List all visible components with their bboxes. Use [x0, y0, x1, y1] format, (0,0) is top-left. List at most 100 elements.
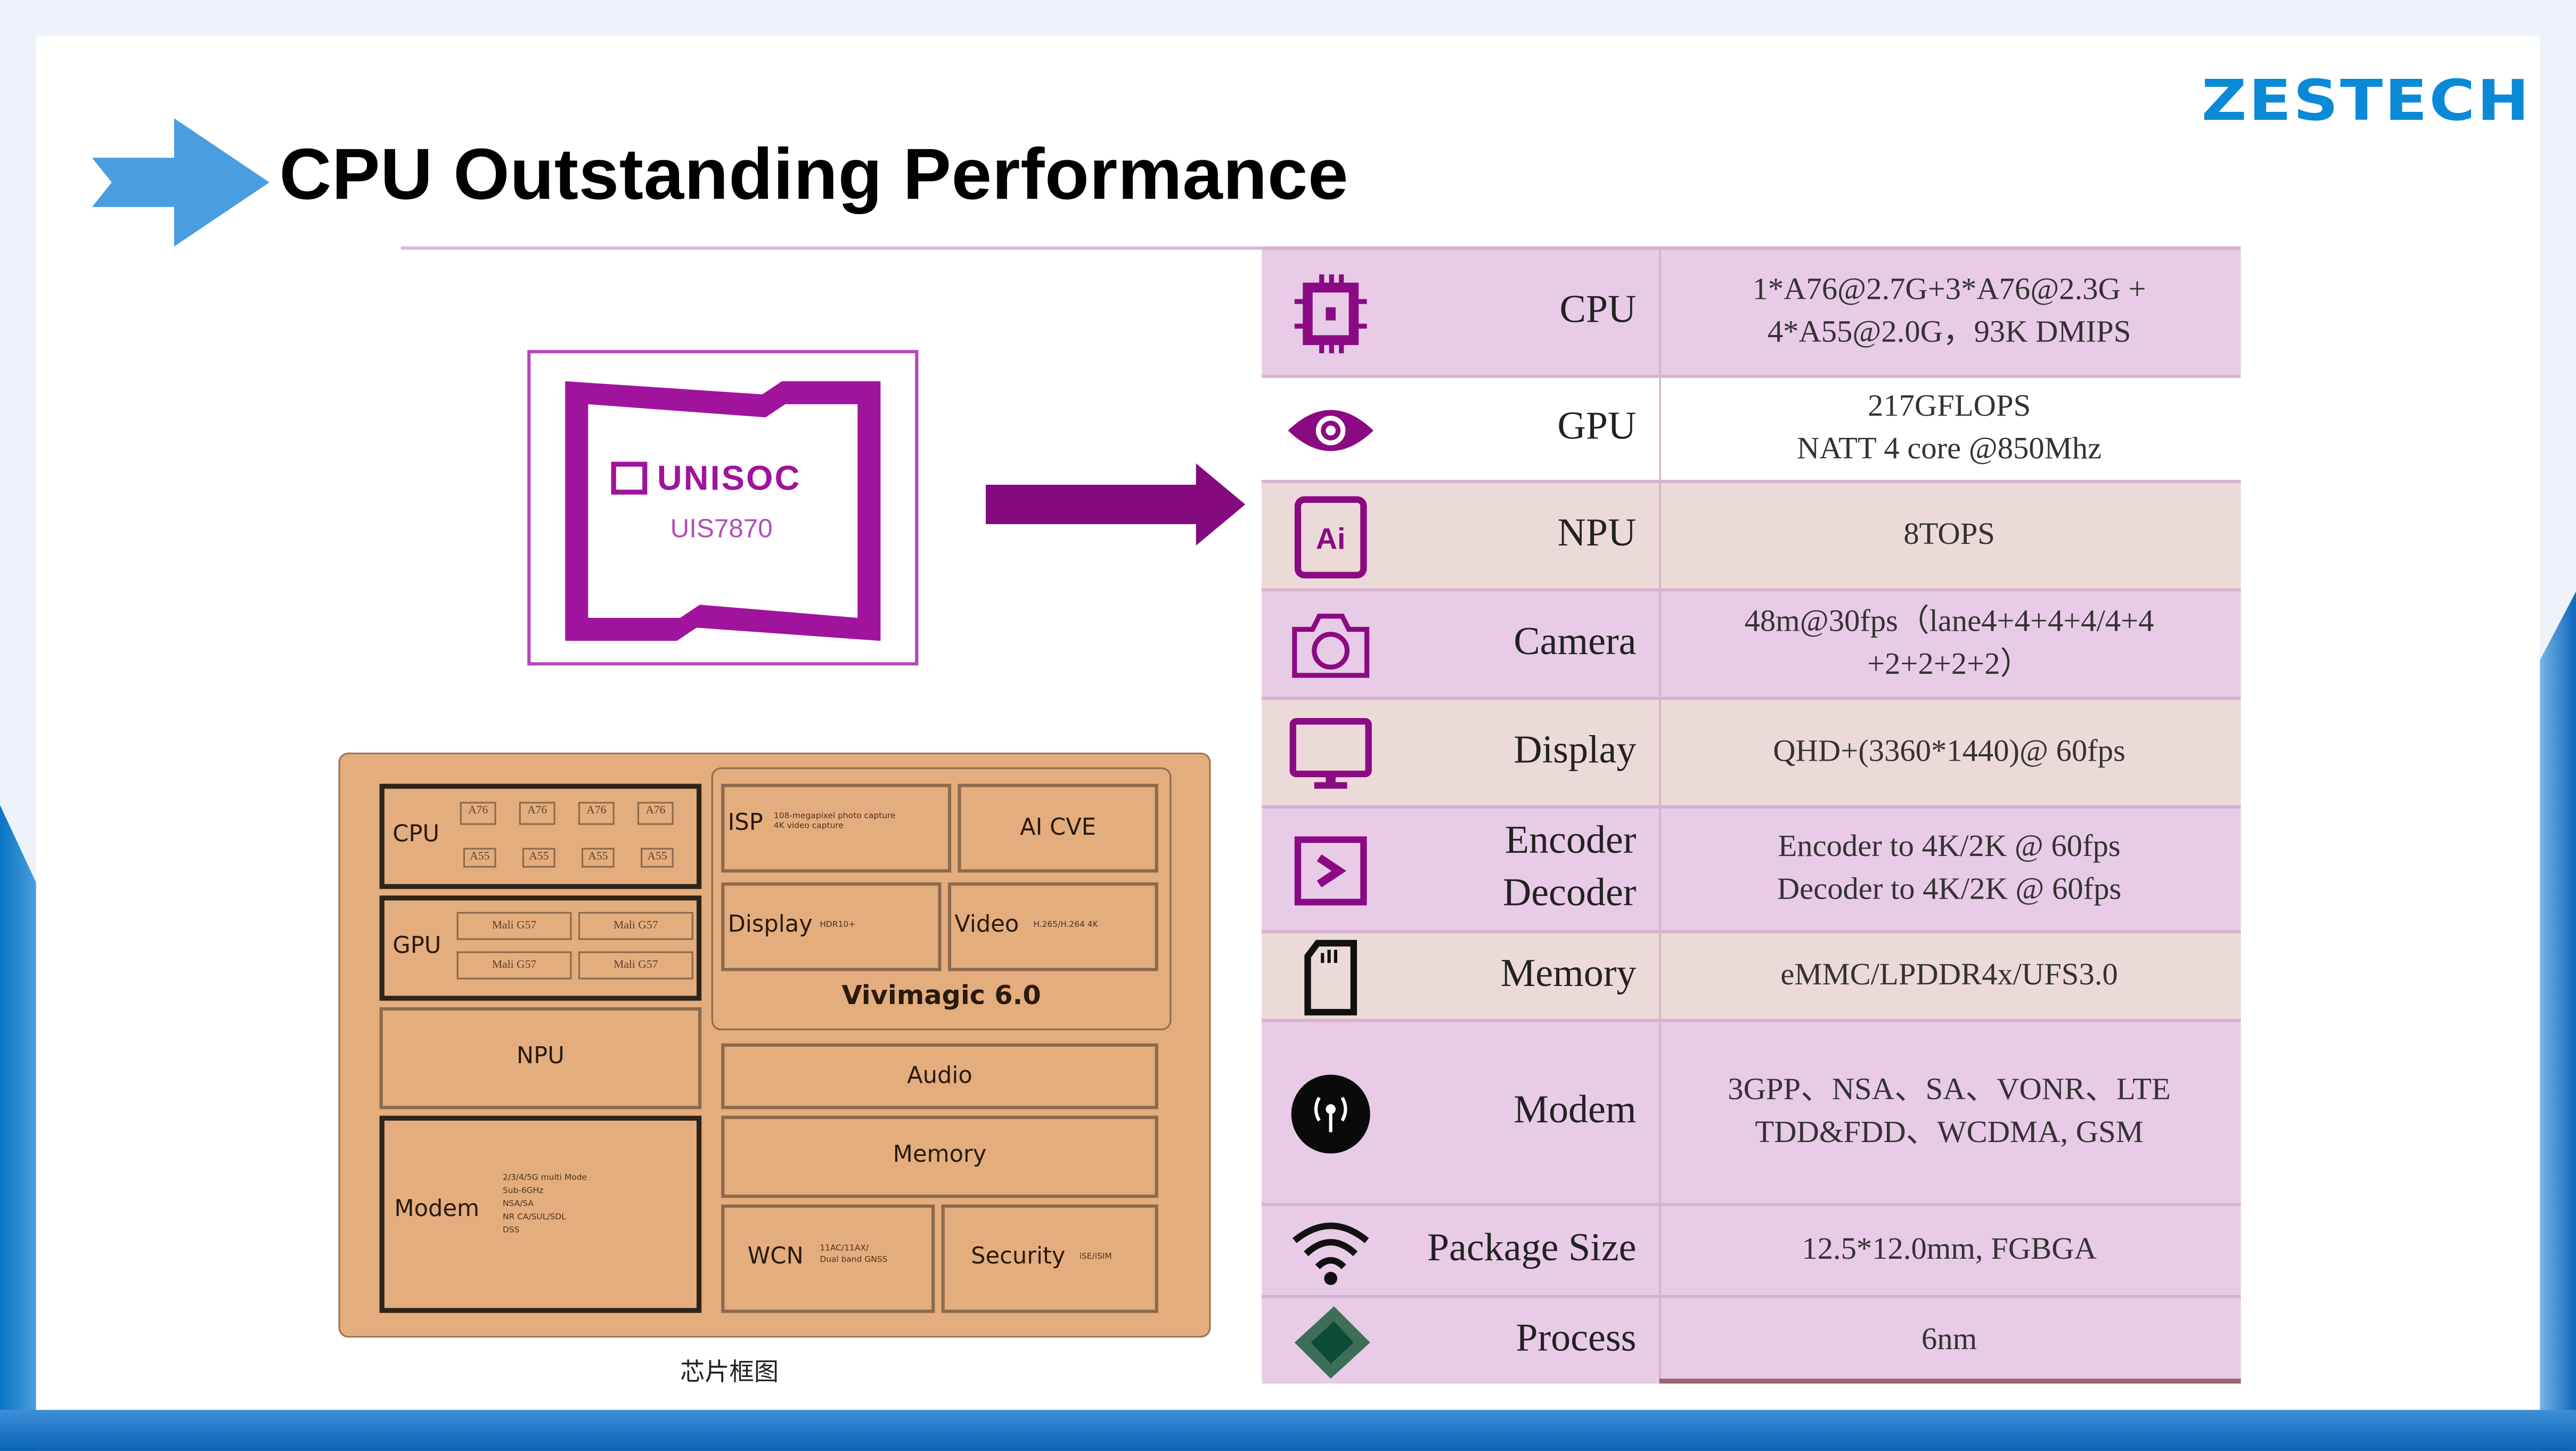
core-a76: A76	[637, 802, 674, 825]
spec-row-npu: Ai NPU 8TOPS	[1262, 479, 2241, 592]
spec-name: Package Size	[1427, 1222, 1637, 1275]
ai-icon: Ai	[1285, 483, 1377, 592]
spec-value-line: NATT 4 core @850Mhz	[1797, 432, 2102, 467]
spec-value-line: +2+2+2+2）	[1867, 647, 2032, 682]
security-detail: iSE/iSIM	[1079, 1252, 1112, 1262]
chip-outline	[527, 350, 919, 666]
spec-name-line: CPU	[1559, 289, 1637, 332]
chip-brand-label: UNISOC	[657, 460, 802, 498]
core-mali: Mali G57	[578, 912, 693, 940]
spec-name: Camera	[1514, 616, 1636, 669]
spec-name-line: Display	[1514, 729, 1637, 772]
spec-name: CPU	[1559, 284, 1636, 337]
spec-name-line: Camera	[1514, 621, 1637, 664]
spec-value: QHD+(3360*1440)@ 60fps	[1659, 700, 2238, 805]
display-block-label: Display	[727, 912, 813, 939]
display-detail: HDR10+	[820, 920, 856, 930]
spec-name: Process	[1516, 1313, 1636, 1366]
spec-name-line: Process	[1516, 1318, 1637, 1361]
ai-cve-label: AI CVE	[1020, 815, 1097, 842]
purple-arrow-icon	[985, 463, 1246, 546]
video-play-icon	[1285, 809, 1377, 933]
audio-block-label: Audio	[907, 1063, 972, 1090]
wcn-block-label: WCN	[747, 1244, 804, 1270]
slide-title: CPU Outstanding Performance	[279, 134, 1349, 216]
left-blue-accent	[0, 805, 36, 1451]
spec-value-line: Encoder to 4K/2K @ 60fps	[1778, 829, 2121, 865]
spec-name-line: Modem	[1514, 1089, 1637, 1132]
gpu-block: GPU Mali G57 Mali G57 Mali G57 Mali G57	[379, 895, 702, 1001]
processor-chip-icon	[1285, 1298, 1377, 1387]
modem-detail: NSA/SA	[502, 1199, 534, 1210]
isp-block: ISP 108-megapixel photo capture 4K video…	[721, 784, 952, 873]
spec-value: 3GPP、NSA、SA、VONR、LTE TDD&FDD、WCDMA, GSM	[1659, 1022, 2238, 1203]
modem-detail: 2/3/4/5G multi Mode	[502, 1173, 587, 1184]
block-diagram-caption: 芯片框图	[680, 1357, 779, 1387]
chip-frame-icon	[565, 381, 881, 641]
ai-cve-block: AI CVE	[958, 784, 1158, 873]
core-a76: A76	[460, 802, 496, 825]
spec-value-line: TDD&FDD、WCDMA, GSM	[1755, 1115, 2144, 1151]
modem-detail: NR CA/SUL/SDL	[502, 1212, 566, 1223]
spec-value-line: 48m@30fps（lane4+4+4+4/4+4	[1744, 605, 2154, 639]
video-block-label: Video	[954, 912, 1019, 939]
modem-block-label: Modem	[394, 1196, 480, 1223]
cpu-chip-icon	[1285, 250, 1377, 378]
spec-value-line: 6nm	[1921, 1323, 1977, 1358]
spec-row-camera: Camera 48m@30fps（lane4+4+4+4/4+4 +2+2+2+2）	[1262, 588, 2241, 697]
npu-block-label: NPU	[516, 1043, 565, 1070]
modem-detail: Sub-6GHz	[502, 1186, 544, 1196]
modem-detail: DSS	[502, 1226, 520, 1236]
spec-value-line: 3GPP、NSA、SA、VONR、LTE	[1728, 1073, 2171, 1108]
isp-block-label: ISP	[727, 810, 763, 837]
npu-block: NPU	[379, 1007, 702, 1110]
wifi-icon	[1285, 1206, 1377, 1298]
spec-value: eMMC/LPDDR4x/UFS3.0	[1659, 933, 2238, 1019]
core-a55: A55	[641, 847, 674, 868]
display-block: Display HDR10+	[721, 882, 942, 972]
isp-detail: 108-megapixel photo capture	[773, 811, 896, 822]
core-mali: Mali G57	[578, 951, 693, 980]
spec-value: 12.5*12.0mm, FGBGA	[1659, 1206, 2238, 1295]
audio-block: Audio	[721, 1043, 1158, 1110]
divider	[400, 246, 1262, 250]
spec-row-package-size: Package Size 12.5*12.0mm, FGBGA	[1262, 1203, 2241, 1295]
spec-value-line: eMMC/LPDDR4x/UFS3.0	[1780, 958, 2118, 993]
core-mali: Mali G57	[456, 951, 572, 980]
core-a76: A76	[519, 802, 555, 825]
spec-name-line: NPU	[1557, 512, 1637, 556]
spec-row-process: Process 6nm	[1262, 1294, 2241, 1387]
wcn-detail: 11AC/11AX/	[820, 1244, 869, 1254]
spec-value-line: 4*A55@2.0G，93K DMIPS	[1767, 315, 2131, 350]
spec-value-line: 217GFLOPS	[1868, 389, 2031, 424]
spec-name-line: Memory	[1500, 953, 1637, 996]
security-block: Security iSE/iSIM	[941, 1204, 1158, 1313]
spec-row-gpu: GPU 217GFLOPS NATT 4 core @850Mhz	[1262, 374, 2241, 480]
chip-brand: UNISOC	[611, 460, 802, 500]
security-block-label: Security	[971, 1244, 1066, 1270]
vivimagic-label: Vivimagic 6.0	[841, 979, 1041, 1011]
monitor-icon	[1285, 700, 1377, 809]
spec-name: NPU	[1557, 508, 1636, 560]
wcn-block: WCN 11AC/11AX/ Dual band GNSS	[721, 1204, 935, 1313]
gpu-block-label: GPU	[392, 933, 441, 960]
spec-table: Process 6nm Package Size 12.5*12.0mm, FGBGA…	[1262, 246, 2241, 1387]
unisoc-mark-icon	[611, 461, 648, 495]
chip-model: UIS7870	[670, 516, 773, 544]
zestech-logo: ZESTECH	[2201, 69, 2531, 135]
core-a55: A55	[463, 847, 496, 868]
spec-row-display: Display QHD+(3360*1440)@ 60fps	[1262, 696, 2241, 805]
spec-name: Modem	[1514, 1085, 1636, 1137]
spec-value: 217GFLOPS NATT 4 core @850Mhz	[1659, 378, 2238, 480]
spec-name: Display	[1514, 724, 1636, 777]
camera-icon	[1285, 592, 1377, 700]
spec-value: 48m@30fps（lane4+4+4+4/4+4 +2+2+2+2）	[1659, 591, 2238, 697]
spec-value: 1*A76@2.7G+3*A76@2.3G +4*A55@2.0G，93K DM…	[1659, 249, 2238, 375]
spec-value: 8TOPS	[1659, 483, 2238, 589]
title-arrow-icon	[92, 118, 269, 247]
svg-text:Ai: Ai	[1316, 522, 1346, 555]
spec-name: GPU	[1557, 401, 1636, 454]
